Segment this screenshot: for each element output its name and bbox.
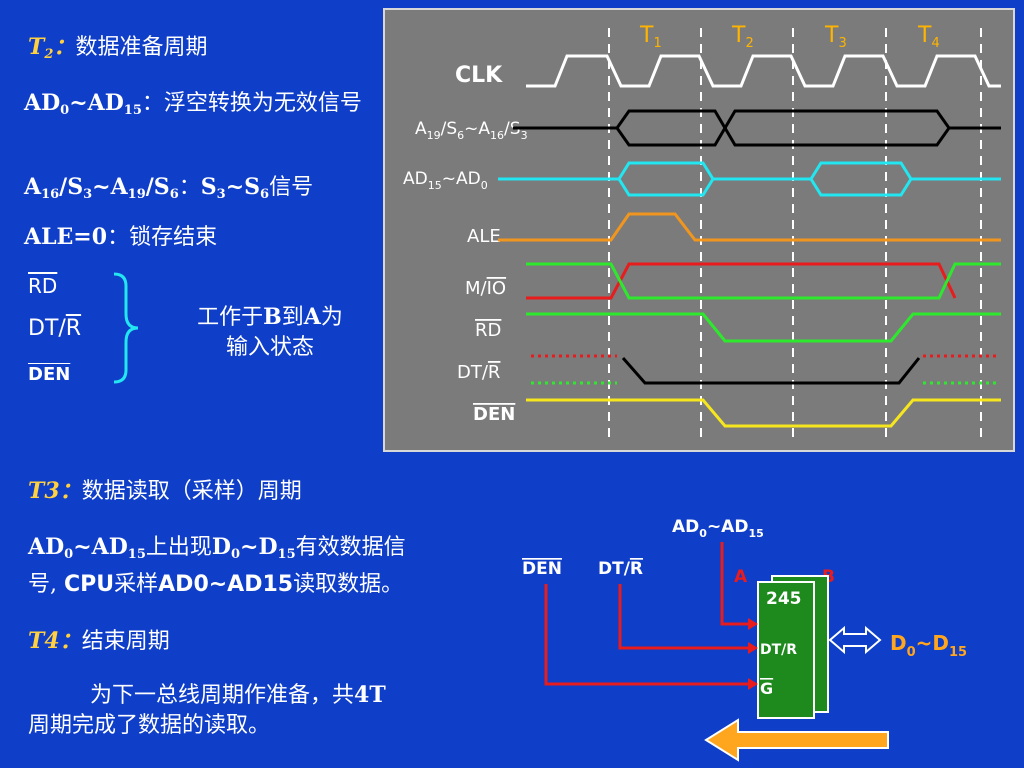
ad-bus-waveform	[498, 161, 1001, 197]
t3-heading: T3：数据读取（采样）周期	[28, 476, 302, 507]
t3-desc: 数据读取（采样）周期	[81, 479, 302, 504]
den-input-label: DEN	[522, 559, 562, 579]
ad-float-note: AD0~AD15：浮空转换为无效信号	[24, 90, 362, 118]
data-bus-label: D0~D15	[890, 631, 967, 660]
dtr-signal-label: DT/R	[457, 362, 500, 383]
dtr-label: DT/R	[28, 316, 82, 341]
den-waveform	[526, 398, 1001, 428]
ale-waveform	[498, 212, 1001, 242]
chip-dtr-pin: DT/R	[760, 642, 797, 658]
den-signal-label: DEN	[473, 404, 515, 425]
rd-signal-label: RD	[475, 320, 501, 341]
dtr-waveform	[621, 357, 921, 385]
mio-waveform-high	[526, 262, 1001, 300]
rd-waveform	[526, 312, 1001, 343]
clk-waveform	[526, 54, 1001, 88]
address-status-waveform	[513, 109, 1001, 147]
data-bus-arrow	[828, 625, 882, 655]
period-dividers	[608, 28, 982, 444]
chip-name: 245	[766, 589, 802, 609]
port-a-label: A	[734, 567, 748, 587]
ad-bus-label: AD15~AD0	[403, 169, 488, 192]
clk-label: CLK	[455, 63, 503, 88]
timing-diagram: T1 T2 T3 T4 CLK A19/S6~A16/S3 AD15~AD0 A…	[383, 8, 1015, 452]
mio-waveform-low	[526, 262, 957, 300]
t4-label: T4：	[28, 628, 82, 654]
t4-desc: 结束周期	[81, 629, 170, 654]
t2-label: T2：	[28, 34, 76, 62]
chip-245	[757, 581, 815, 719]
direction-arrow	[704, 718, 889, 762]
mio-signal-label: M/IO	[465, 278, 506, 299]
chip-g-pin: G	[760, 679, 773, 698]
control-arrows	[544, 542, 748, 686]
end-note: 为下一总线周期作准备，共4T 周期完成了数据的读取。	[28, 682, 386, 738]
timing-panel	[383, 8, 1015, 452]
transceiver-schematic: AD0~AD15 DEN DT/R A B 245 DT/R G D0~D15	[522, 517, 967, 762]
den-label: DEN	[28, 364, 71, 385]
t2-heading: T2：数据准备周期	[28, 32, 207, 70]
t3-data-note: AD0~AD15上出现D0~D15有效数据信 号, CPU采样AD0~AD15读…	[28, 534, 406, 597]
brace-icon	[113, 272, 139, 384]
arrowheads	[748, 618, 758, 690]
t4-heading: T4：结束周期	[28, 626, 170, 657]
brace-note: 工作于B到A为 输入状态	[197, 304, 343, 360]
rd-label: RD	[28, 274, 58, 298]
ale-note: ALE=0：锁存结束	[24, 224, 218, 250]
a16-status-note: A16/S3~A19/S6：S3~S6信号	[24, 174, 314, 202]
ale-signal-label: ALE	[467, 226, 501, 247]
t2-desc: 数据准备周期	[75, 35, 208, 60]
t3-label: T3：	[28, 478, 82, 504]
dtr-input-label: DT/R	[598, 559, 643, 579]
ad-bus-top-label: AD0~AD15	[672, 517, 764, 540]
